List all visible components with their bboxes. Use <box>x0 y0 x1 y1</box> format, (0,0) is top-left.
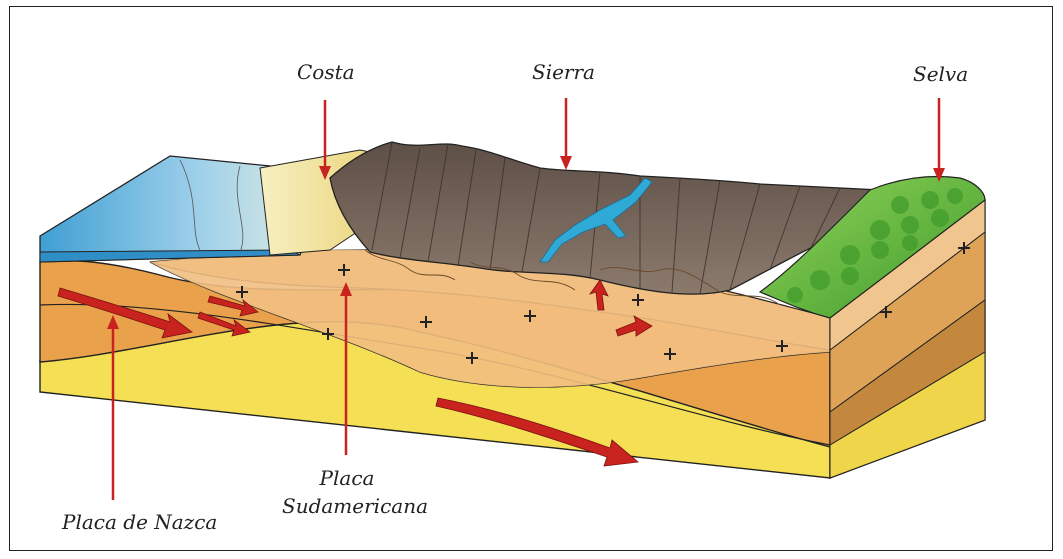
label-placa-sudamericana: Placa Sudamericana <box>282 466 412 518</box>
label-placa-sudamericana-line1: Placa <box>282 466 412 490</box>
label-sierra: Sierra <box>532 60 595 84</box>
label-placa-de-nazca: Placa de Nazca <box>62 510 217 534</box>
label-selva: Selva <box>913 62 968 86</box>
label-placa-sudamericana-line2: Sudamericana <box>282 494 412 518</box>
label-costa: Costa <box>297 60 355 84</box>
